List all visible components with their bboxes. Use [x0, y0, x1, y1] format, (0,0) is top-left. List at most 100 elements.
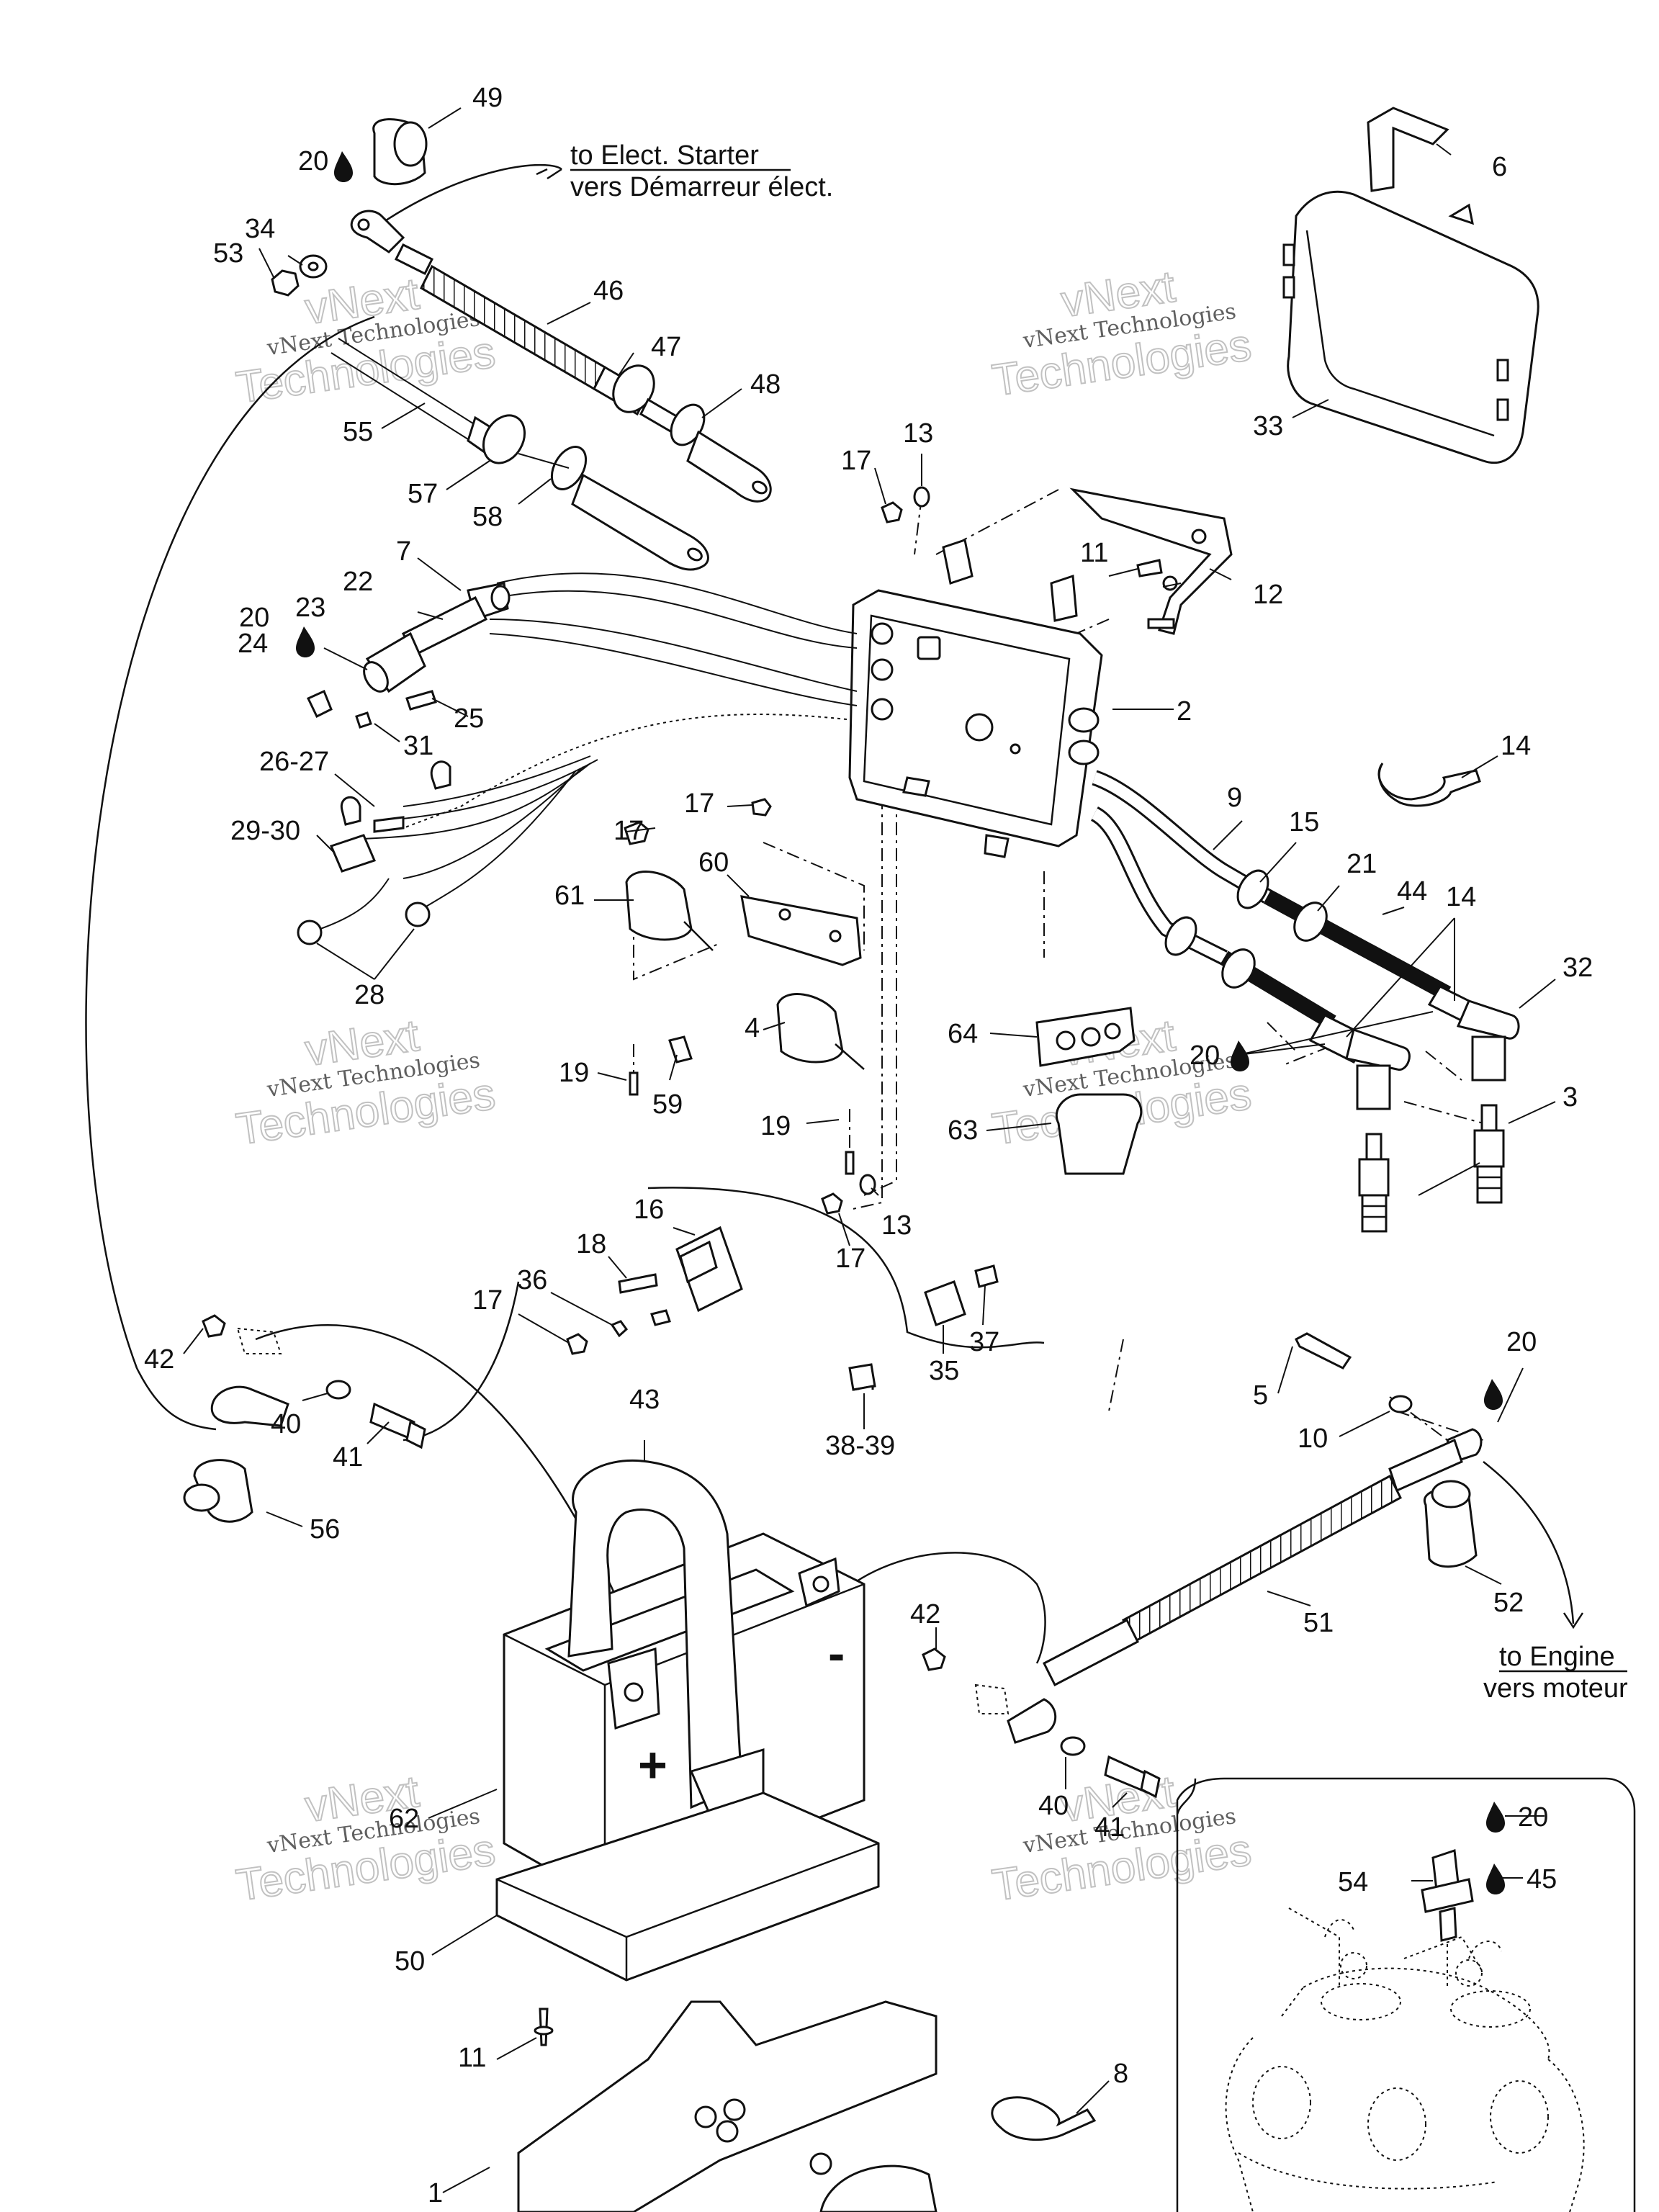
callout-label: 34	[245, 214, 275, 244]
engine-note-fr: vers moteur	[1483, 1673, 1628, 1704]
cap-body	[1471, 1035, 1506, 1082]
callout-label: 17	[472, 1285, 503, 1316]
callout-label: 20	[239, 603, 269, 633]
callout-label: 26-27	[259, 747, 329, 777]
left-hardware	[183, 1314, 426, 1523]
callout-label: 42	[144, 1344, 174, 1375]
starter-note-en: to Elect. Starter	[570, 140, 759, 171]
washer-10	[1388, 1395, 1413, 1413]
callout-label: 23	[295, 593, 325, 623]
callout-label: 19	[760, 1111, 791, 1141]
callout-label: 46	[593, 276, 624, 306]
starter-cable-assembly	[271, 118, 772, 503]
callout-label: 5	[1253, 1380, 1268, 1411]
terminal-58	[571, 473, 709, 571]
cap-32	[1456, 999, 1520, 1040]
lubricant-drop-icon	[296, 626, 315, 657]
ignition-coil-61	[625, 871, 693, 941]
lockwasher-36	[610, 1320, 629, 1338]
callout-label: 4	[745, 1013, 760, 1043]
washer-13	[859, 1174, 876, 1195]
ring-terminal-46	[350, 210, 405, 253]
callout-label: 42	[910, 1599, 940, 1629]
box-tab	[1050, 574, 1078, 622]
nut-17	[821, 1192, 843, 1215]
wire-35-line	[403, 1187, 1045, 1442]
callout-label: 58	[472, 502, 503, 532]
clip-24	[306, 689, 333, 719]
battery-assembly: + -	[495, 1460, 880, 1982]
callout-label: 11	[1080, 538, 1108, 568]
screw-59	[668, 1035, 693, 1064]
callout-label: 28	[354, 980, 385, 1010]
fuse-37	[974, 1264, 999, 1288]
callout-label: 31	[403, 731, 433, 761]
inset-engine-detail	[1176, 1777, 1636, 2212]
nut-17	[751, 798, 772, 817]
callout-labels: 49 20 34 53 46 47 48 55 57 58 6 33 13 17…	[144, 83, 1593, 2208]
callout-label: 10	[1298, 1424, 1328, 1454]
wire-bundle	[297, 755, 598, 945]
drop-icons	[296, 151, 1505, 1894]
callout-label: 20	[1518, 1802, 1548, 1833]
clip-6	[1367, 107, 1449, 192]
callout-label: 52	[1493, 1588, 1524, 1618]
callout-label: 24	[238, 629, 268, 659]
nut-42	[922, 1647, 946, 1671]
spark-plug-3	[1473, 1104, 1505, 1204]
callout-label: 1	[428, 2178, 443, 2208]
callout-label: 17	[613, 816, 644, 846]
callout-label: 13	[903, 418, 933, 449]
callout-label: 51	[1303, 1608, 1334, 1638]
callout-label: 29-30	[230, 816, 300, 846]
spark-plug-wires	[1090, 770, 1520, 1233]
connector-29	[329, 834, 377, 873]
tie-8	[991, 2096, 1097, 2141]
cable-55-assembly	[331, 338, 709, 571]
misc-ties	[1035, 763, 1481, 1175]
callout-label: 57	[408, 479, 438, 509]
callout-label: 64	[948, 1019, 978, 1049]
callout-label: 55	[343, 417, 373, 447]
screw-19	[845, 1151, 855, 1175]
callout-label: 41	[1094, 1812, 1125, 1843]
callout-label: 8	[1113, 2059, 1128, 2089]
base-assembly	[517, 2000, 1097, 2212]
box-tab	[942, 539, 974, 585]
leader-lines	[183, 107, 1556, 2193]
negative-cable-route	[835, 1552, 1046, 1664]
boot-52	[1423, 1488, 1478, 1568]
screw-19	[629, 1071, 639, 1096]
callout-label: 19	[559, 1058, 589, 1088]
terminal-27	[373, 816, 405, 833]
callout-label: 50	[395, 1946, 425, 1977]
lubricant-drop-icon	[1486, 1863, 1505, 1894]
callout-label: 17	[684, 788, 714, 819]
ring-terminal-28	[297, 920, 323, 945]
callout-label: 17	[841, 446, 871, 476]
bracket-60	[740, 895, 862, 966]
dotted-wire	[403, 714, 854, 829]
callout-label: 13	[881, 1210, 912, 1241]
box-hardware	[821, 486, 930, 1215]
callout-label: 3	[1563, 1082, 1578, 1112]
callout-label: 60	[698, 848, 729, 878]
callout-label: 38-39	[825, 1431, 895, 1461]
callout-label: 33	[1253, 411, 1283, 441]
callout-label: 37	[969, 1327, 999, 1357]
electrical-box-2	[848, 539, 1103, 858]
callout-label: 62	[389, 1804, 419, 1834]
fuse-holder-35	[924, 1280, 966, 1326]
engine-route-line	[1483, 1461, 1575, 1624]
callout-label: 36	[517, 1265, 547, 1295]
cable-conduit-51	[1122, 1474, 1402, 1644]
callout-label: 20	[1506, 1327, 1537, 1357]
ring-terminal-negative	[1007, 1698, 1057, 1744]
callout-label: 16	[634, 1195, 664, 1225]
cap-32	[1345, 1028, 1411, 1071]
terminal-48	[686, 430, 772, 503]
callout-label: 45	[1527, 1864, 1557, 1894]
nut-44	[1221, 948, 1256, 989]
washer-40	[325, 1380, 351, 1400]
